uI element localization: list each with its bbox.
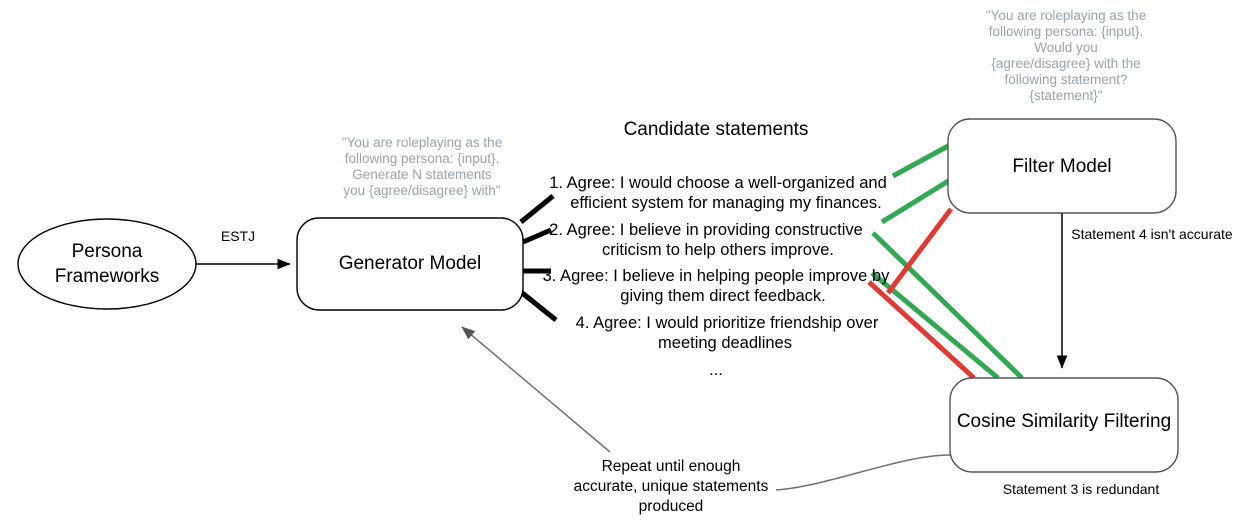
repeat-loop-line-3: produced — [639, 498, 704, 515]
generator-prompt-line-1: "You are roleplaying as the — [342, 135, 502, 150]
node-generator-model[interactable] — [296, 217, 524, 311]
statement-1-line-2: efficient system for managing my finance… — [570, 194, 882, 212]
connector-generator-statement-1 — [519, 194, 555, 224]
candidate-statements-heading: Candidate statements — [624, 119, 809, 140]
statement-2-line-2: criticism to help others improve. — [602, 241, 834, 259]
node-persona-frameworks-label-line1: Persona — [72, 241, 143, 262]
filter-prompt-line-4: {agree/disagree} with the — [991, 56, 1140, 71]
statements-ellipsis: ... — [709, 361, 723, 379]
generator-prompt-line-2: following persona: {input}. — [345, 151, 500, 166]
connector-statement-4-inaccurate — [886, 207, 953, 295]
statement-3-line-1: 3. Agree: I believe in helping people im… — [543, 267, 890, 285]
connector-statement-4-to-cosine — [867, 280, 976, 380]
repeat-loop-line-2: accurate, unique statements — [574, 478, 769, 495]
caption-statement-3-redundant: Statement 3 is redundant — [1003, 481, 1160, 497]
edge-repeat-to-generator — [461, 326, 611, 453]
connector-statement-1-accurate — [891, 142, 952, 179]
generator-prompt-line-3: Generate N statements — [352, 167, 492, 182]
node-persona-frameworks[interactable] — [17, 218, 197, 310]
edge-cosine-to-repeat-label — [775, 454, 951, 491]
node-cosine-similarity-filtering[interactable] — [949, 377, 1179, 473]
node-generator-model-label: Generator Model — [339, 253, 482, 274]
filter-prompt-line-2: following persona: {input}. — [989, 24, 1144, 39]
node-filter-model-label: Filter Model — [1012, 156, 1111, 177]
edge-label-statement-4-inaccurate: Statement 4 isn't accurate — [1071, 226, 1233, 242]
edge-label-estj: ESTJ — [221, 228, 255, 244]
connector-statement-2-accurate — [880, 177, 952, 225]
filter-prompt-line-6: {statement}" — [1029, 88, 1102, 103]
filter-prompt-line-5: following statement? — [1004, 72, 1127, 87]
connector-statement-3-accurate — [871, 231, 1024, 380]
repeat-loop-line-1: Repeat until enough — [602, 458, 741, 475]
statement-4-line-2: meeting deadlines — [658, 334, 792, 352]
node-cosine-similarity-filtering-label: Cosine Similarity Filtering — [957, 411, 1171, 432]
filter-prompt-line-3: Would you — [1034, 40, 1098, 55]
statement-3-line-2: giving them direct feedback. — [620, 287, 825, 305]
statement-4-line-1: 4. Agree: I would prioritize friendship … — [576, 314, 879, 332]
generator-prompt-line-4: you {agree/disagree} with" — [343, 183, 500, 198]
statement-1-line-1: 1. Agree: I would choose a well-organize… — [549, 174, 887, 192]
connector-generator-statement-4 — [519, 290, 558, 322]
connector-generator-statement-2 — [522, 227, 552, 245]
filter-prompt-line-1: "You are roleplaying as the — [986, 8, 1146, 23]
node-filter-model[interactable] — [947, 118, 1177, 214]
node-persona-frameworks-label-line2: Frameworks — [55, 266, 160, 287]
statement-2-line-1: 2. Agree: I believe in providing constru… — [549, 221, 863, 239]
